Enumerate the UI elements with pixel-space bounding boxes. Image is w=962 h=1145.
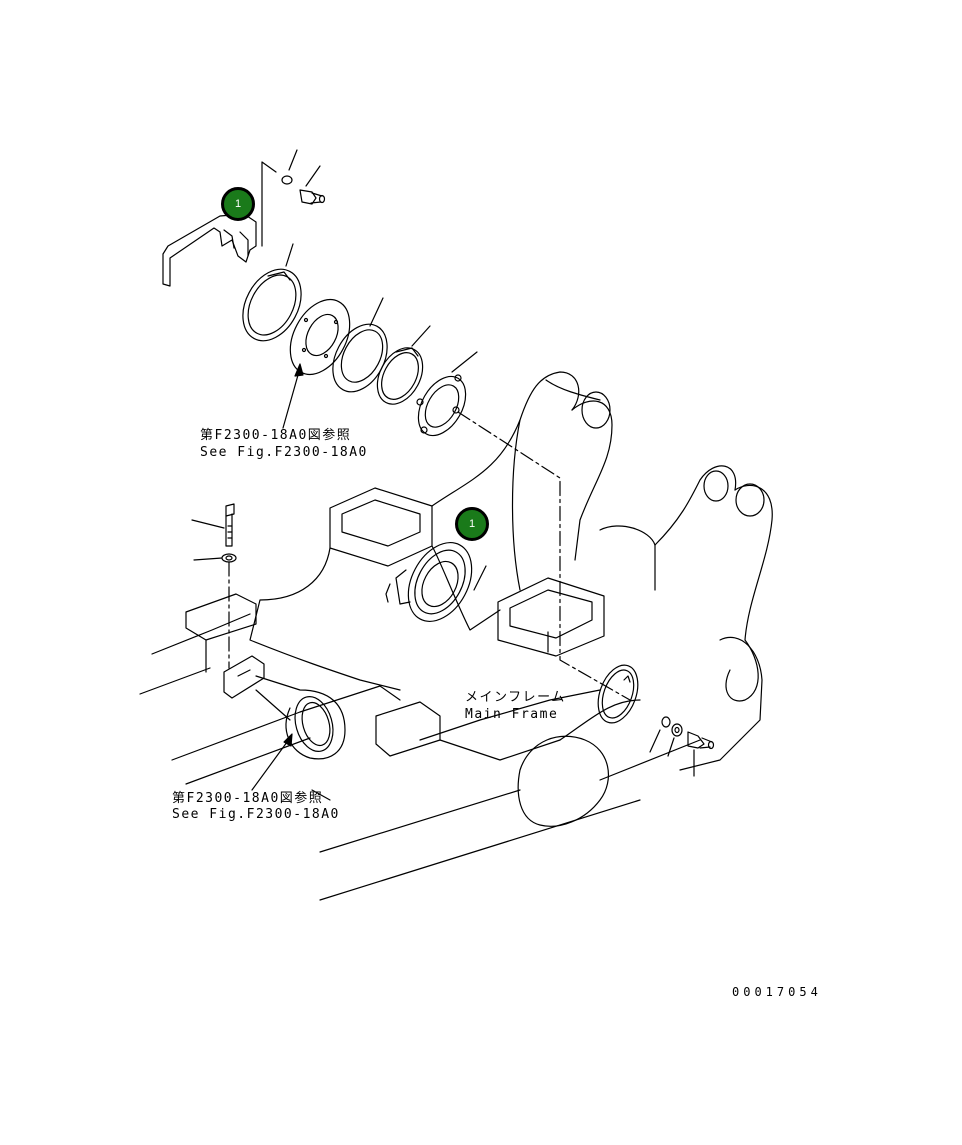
flange-plate xyxy=(416,351,478,437)
bracket-leader xyxy=(261,161,277,247)
clamp-ring-2 xyxy=(376,325,431,405)
bolt-left xyxy=(191,503,235,547)
ref-label-top-en: See Fig.F2300-18A0 xyxy=(200,445,368,460)
centerline-main xyxy=(457,411,631,701)
ref-arrow-bottom xyxy=(251,733,293,791)
main-frame-label-en: Main Frame xyxy=(465,707,559,722)
main-frame-label-ja: メインフレーム xyxy=(465,690,566,705)
washer-top xyxy=(281,149,298,185)
callout-1-top[interactable]: 1 xyxy=(221,187,255,221)
ref-label-top-ja: 第F2300-18A0図参照 xyxy=(200,428,352,443)
bolt-right xyxy=(687,731,715,777)
seal-ring xyxy=(332,297,388,393)
callout-1-lower[interactable]: 1 xyxy=(455,507,489,541)
seal-plate xyxy=(289,299,351,375)
bolt-top xyxy=(299,165,326,205)
washer-right xyxy=(649,716,671,753)
document-number: 00017054 xyxy=(732,985,822,999)
bracket-part xyxy=(162,213,257,287)
main-frame-body xyxy=(139,371,773,901)
ref-arrow-top xyxy=(282,363,304,429)
mount-bore-assembly xyxy=(385,542,487,622)
clamp-ring-1 xyxy=(242,243,302,342)
ref-label-bottom-en: See Fig.F2300-18A0 xyxy=(172,807,340,822)
washer-left xyxy=(193,553,237,563)
washer-right-2 xyxy=(667,723,683,757)
ref-label-bottom-ja: 第F2300-18A0図参照 xyxy=(172,791,324,806)
